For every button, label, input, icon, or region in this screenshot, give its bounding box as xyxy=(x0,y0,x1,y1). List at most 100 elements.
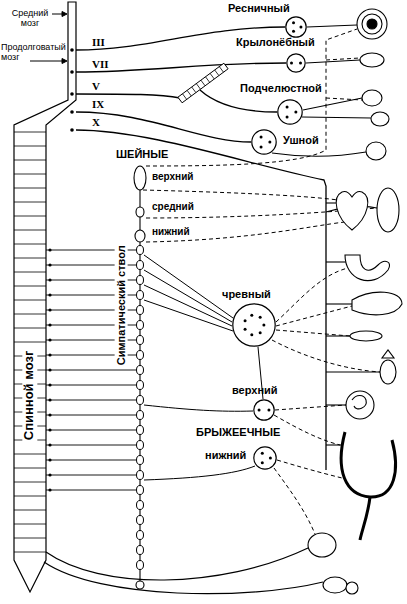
ganglion-outline xyxy=(286,17,306,37)
trunk-ganglion xyxy=(137,531,144,540)
organ xyxy=(377,188,399,232)
hatch-line xyxy=(187,90,191,96)
trunk-ganglion xyxy=(137,561,144,570)
ganglion-cell xyxy=(299,26,302,29)
ramus-line xyxy=(46,430,136,431)
sympathetic-fibre xyxy=(274,415,340,445)
ganglion-circle xyxy=(253,446,277,470)
sympathetic-fibre xyxy=(275,405,346,410)
ganglion-label: Крылонёбный xyxy=(236,36,315,49)
ramus-line xyxy=(46,460,136,461)
segment-group xyxy=(14,132,144,570)
splanchnic-nerve xyxy=(144,270,232,322)
ganglion-cell xyxy=(250,333,253,336)
spinal-cord xyxy=(14,2,76,592)
hatch-line xyxy=(206,77,210,83)
ganglion-cell xyxy=(262,324,265,327)
hatch-line xyxy=(183,94,187,100)
trunk-ganglion xyxy=(137,501,144,510)
neuron-dot xyxy=(48,488,51,491)
sympathetic-fibre xyxy=(146,222,345,242)
splanchnic-nerve xyxy=(144,466,255,480)
hatch-line xyxy=(210,73,214,79)
trunk-ganglion xyxy=(137,441,144,450)
ganglion-circle xyxy=(286,53,306,73)
ganglion-label: чревный xyxy=(222,288,271,301)
ganglion-node: нижний xyxy=(253,446,277,470)
trunk-ganglion xyxy=(137,456,144,465)
cord-segment xyxy=(14,538,46,539)
ganglion-outline xyxy=(287,54,305,72)
sympathetic-fibre xyxy=(277,460,342,478)
chorda-tympani xyxy=(178,63,228,103)
cord-segment xyxy=(14,286,46,287)
chorda-tympani xyxy=(178,63,228,103)
ganglion-circle xyxy=(285,16,307,38)
cord-segment xyxy=(14,188,46,189)
pelvic-nerve xyxy=(46,548,308,580)
sympathetic-fibre xyxy=(276,330,350,336)
trunk-ganglion xyxy=(137,336,144,345)
cord-segment xyxy=(14,510,46,511)
splanchnic-nerve xyxy=(144,300,233,331)
hatch-line xyxy=(196,84,200,90)
ganglion-label: Подчелюстной xyxy=(240,82,322,95)
neuron-dot xyxy=(48,353,51,356)
ganglion-node: Крылонёбный xyxy=(286,53,306,73)
nucleus-dot xyxy=(70,48,74,52)
ganglion-name: верхний xyxy=(152,171,193,183)
cord-segment xyxy=(14,552,46,553)
brain-pointer xyxy=(62,59,67,64)
ganglion-circle xyxy=(253,399,275,421)
brain-pointer xyxy=(62,12,67,17)
trunk-ganglion xyxy=(137,351,144,360)
neuron-dot xyxy=(48,473,51,476)
ganglion-cell xyxy=(269,457,272,460)
ganglion-node: Ушной xyxy=(251,129,277,155)
ramus-line xyxy=(46,445,136,446)
nerve-number: X xyxy=(92,116,100,129)
cord-segment xyxy=(14,328,46,329)
sympathetic-trunk xyxy=(136,207,144,217)
organ xyxy=(308,9,402,594)
nerve-number: IX xyxy=(92,98,104,111)
organ xyxy=(308,533,336,557)
cranial-nerve xyxy=(76,27,326,470)
neuron-dot xyxy=(48,263,51,266)
vagus-branch xyxy=(326,404,346,405)
ganglion-node: Подчелюстной xyxy=(277,99,303,125)
ramus-line xyxy=(46,475,136,476)
cord-segment xyxy=(14,216,46,217)
ganglion-circle xyxy=(251,129,277,155)
ramus-line xyxy=(46,370,136,371)
ganglion-cell xyxy=(261,461,264,464)
ganglion-cell xyxy=(259,331,262,334)
sympathetic-fibre xyxy=(272,340,380,372)
postganglionic-fibre xyxy=(306,60,360,63)
organ xyxy=(380,360,396,384)
ganglion-cell xyxy=(286,116,289,119)
ganglion-cell xyxy=(260,135,263,138)
organ xyxy=(362,90,382,106)
ramus-line xyxy=(46,385,136,386)
hatch-line xyxy=(192,87,196,93)
cord-segment xyxy=(14,496,46,497)
ganglion-cell xyxy=(260,146,263,149)
organ xyxy=(360,53,384,67)
ganglion-cell xyxy=(268,141,271,144)
cord-segment xyxy=(14,314,46,315)
ganglion-outline xyxy=(278,100,302,124)
vagus-branch xyxy=(326,303,352,304)
sympathetic-fibre xyxy=(143,190,338,200)
cord-segment xyxy=(14,468,46,469)
sympathetic-fibre xyxy=(326,98,362,100)
group-heading: БРЫЖЕЕЧНЫЕ xyxy=(196,426,280,439)
sympathetic-fibre xyxy=(274,468,315,534)
neuron-dot xyxy=(48,338,51,341)
nerve-number: V xyxy=(92,80,100,93)
organ xyxy=(352,396,366,409)
trunk-ganglion xyxy=(137,246,144,255)
neuron-dot xyxy=(48,248,51,251)
cord-segment xyxy=(14,230,46,231)
